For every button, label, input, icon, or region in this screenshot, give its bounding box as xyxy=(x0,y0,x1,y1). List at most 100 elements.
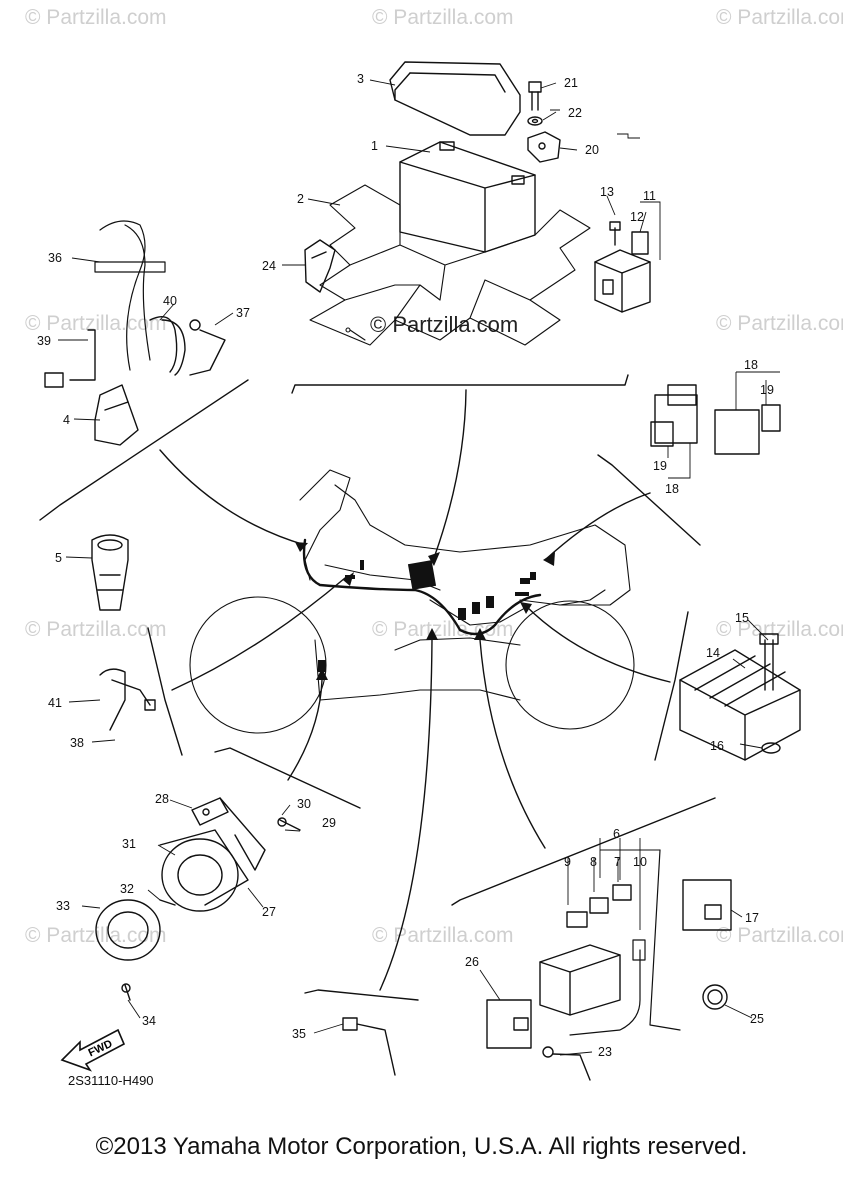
connector-mark xyxy=(520,578,530,584)
callout-11: 11 xyxy=(643,189,656,203)
battery-bolt xyxy=(528,81,542,111)
watermark: © Partzilla.com xyxy=(716,312,843,335)
watermark: © Partzilla.com xyxy=(372,924,514,947)
callout-19-left: 19 xyxy=(653,459,667,473)
arrow-head xyxy=(520,602,532,614)
arrow-head xyxy=(426,628,438,640)
regulator-bolt xyxy=(759,633,779,691)
callout-19-right: 19 xyxy=(760,383,774,397)
horn-bracket xyxy=(191,797,266,871)
fuse-box xyxy=(539,944,621,1016)
connector-mark xyxy=(515,592,529,596)
bracket-top-left xyxy=(39,379,249,521)
hose-clamp xyxy=(149,316,186,376)
callout-15: 15 xyxy=(735,611,749,625)
arrow-head xyxy=(543,552,555,566)
arrow-head xyxy=(295,542,308,552)
callout-18-bottom: 18 xyxy=(665,482,679,496)
turn-relay xyxy=(486,999,532,1049)
fuel-pump xyxy=(91,534,129,611)
connector-mark xyxy=(458,608,466,620)
arrow-head xyxy=(474,628,486,640)
center-watermark: © Partzilla.com xyxy=(370,312,519,337)
watermark: © Partzilla.com xyxy=(372,6,514,29)
connector-mark xyxy=(486,596,494,608)
callout-38: 38 xyxy=(70,736,84,750)
callout-22: 22 xyxy=(568,106,582,120)
callout-40: 40 xyxy=(163,294,177,308)
leader-regulator xyxy=(524,604,671,683)
leader-horn xyxy=(287,679,323,781)
callout-33: 33 xyxy=(56,899,70,913)
clamp-holder xyxy=(94,384,139,446)
callout-24: 24 xyxy=(262,259,276,273)
watermark: © Partzilla.com xyxy=(25,6,167,29)
watermark: © Partzilla.com xyxy=(25,618,167,641)
bracket-bottom-right xyxy=(451,797,716,906)
horn xyxy=(159,829,249,912)
callout-32: 32 xyxy=(120,882,134,896)
callout-27: 27 xyxy=(262,905,276,919)
callout-21: 21 xyxy=(564,76,578,90)
leader-battery xyxy=(434,389,467,556)
sensor-lead xyxy=(189,319,226,376)
callout-28: 28 xyxy=(155,792,169,806)
diagram-code: 2S31110-H490 xyxy=(68,1073,154,1088)
callout-25: 25 xyxy=(750,1012,764,1026)
leader-bottom-right xyxy=(479,639,546,849)
battery-location-mark xyxy=(407,560,437,590)
callout-17: 17 xyxy=(745,911,759,925)
arrow-head xyxy=(316,668,328,680)
watermark: © Partzilla.com xyxy=(716,618,843,641)
callout-1: 1 xyxy=(371,139,378,153)
relay-right xyxy=(714,404,781,455)
callout-20: 20 xyxy=(585,143,599,157)
callout-39: 39 xyxy=(37,334,51,348)
wire-lead xyxy=(542,1046,591,1081)
leader-bottom-mid xyxy=(379,639,433,991)
connector-mark xyxy=(345,575,355,579)
relay-left xyxy=(650,384,698,447)
bracket-left-mid xyxy=(147,627,183,756)
watermark: © Partzilla.com xyxy=(716,924,843,947)
motorcycle-outline xyxy=(189,469,635,734)
hose-lower xyxy=(99,668,156,731)
wire-harness-upper xyxy=(94,220,166,371)
callout-16: 16 xyxy=(710,739,724,753)
callout-7: 7 xyxy=(614,855,621,869)
washer xyxy=(527,116,543,126)
callout-23: 23 xyxy=(598,1045,612,1059)
bracket-regulator xyxy=(654,611,689,761)
starter-relay xyxy=(594,221,651,313)
watermark: © Partzilla.com xyxy=(25,924,167,947)
watermark: © Partzilla.com xyxy=(25,312,167,335)
battery-cover xyxy=(389,61,521,136)
callout-29: 29 xyxy=(322,816,336,830)
leader-relays xyxy=(544,492,651,561)
fuse-set xyxy=(566,884,632,928)
collar xyxy=(761,742,781,754)
battery xyxy=(399,141,536,253)
watermark: © Partzilla.com xyxy=(716,6,843,29)
horn-bolt-nut xyxy=(121,817,301,1001)
bracket-horn xyxy=(214,747,361,809)
callout-4: 4 xyxy=(63,413,70,427)
connector-mark xyxy=(360,560,364,570)
fwd-arrow xyxy=(60,1028,126,1072)
leader-top-left xyxy=(159,449,306,546)
leader-left-mid xyxy=(171,577,346,691)
callout-35: 35 xyxy=(292,1027,306,1041)
callout-41: 41 xyxy=(48,696,62,710)
bracket xyxy=(44,329,96,388)
rectifier-regulator xyxy=(679,649,801,761)
connector-mark xyxy=(472,602,480,614)
callout-6: 6 xyxy=(613,827,620,841)
callout-26: 26 xyxy=(465,955,479,969)
callout-34: 34 xyxy=(142,1014,156,1028)
connector-mark xyxy=(530,572,536,580)
connector-mark xyxy=(318,660,326,672)
clip xyxy=(702,984,728,1010)
main-harness xyxy=(302,538,542,636)
callout-2: 2 xyxy=(297,192,304,206)
